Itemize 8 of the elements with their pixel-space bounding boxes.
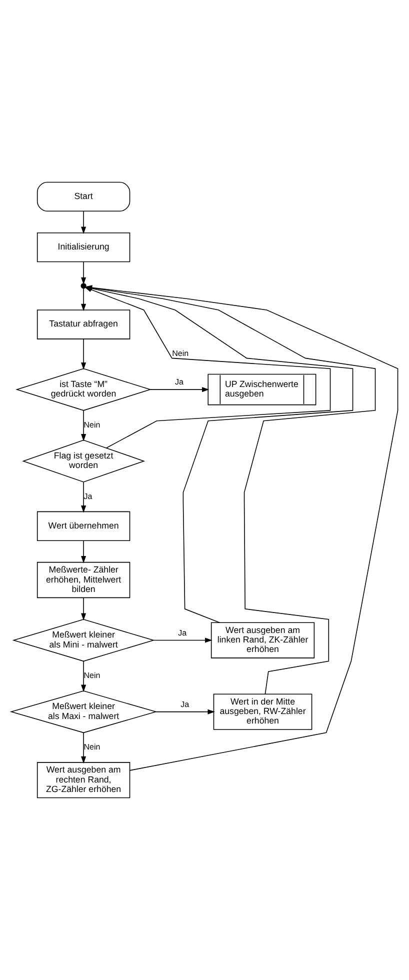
edge-label: Nein xyxy=(84,671,100,680)
edge-label: Nein xyxy=(84,742,100,752)
edge-label: Ja xyxy=(178,628,187,638)
edge-label: Ja xyxy=(84,492,92,501)
edge-label: Nein xyxy=(172,348,189,358)
edge-label: Ja xyxy=(180,700,190,709)
edge-label: Nein xyxy=(84,420,100,430)
edge-label: Ja xyxy=(174,378,184,387)
